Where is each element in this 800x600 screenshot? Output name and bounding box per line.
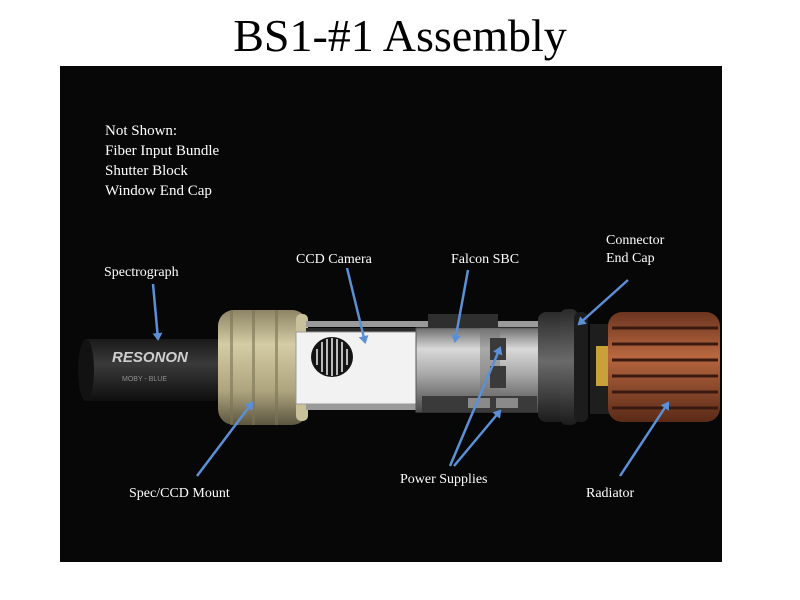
model-mark: MOBY - BLUE xyxy=(122,376,167,383)
arrow-spec-mount xyxy=(196,401,254,477)
label-spectrograph: Spectrograph xyxy=(104,265,179,280)
arrow-power-1 xyxy=(448,346,503,467)
assembly-illustration: RESONON MOBY - BLUE xyxy=(78,267,720,477)
label-connector-line1: Connector xyxy=(606,233,665,248)
arrow-falcon-sbc xyxy=(451,269,470,343)
arrow-connector xyxy=(577,279,629,326)
not-shown-item: Fiber Input Bundle xyxy=(105,143,220,159)
spec-ccd-mount-part xyxy=(218,310,308,425)
label-power-supplies: Power Supplies xyxy=(400,472,488,487)
not-shown-note: Not Shown: Fiber Input Bundle Shutter Bl… xyxy=(105,121,219,201)
label-ccd-camera: CCD Camera xyxy=(296,252,372,267)
not-shown-item: Window End Cap xyxy=(105,183,212,199)
connector-end-cap-part xyxy=(538,309,588,425)
label-connector-end-cap: Connector End Cap xyxy=(606,232,664,268)
label-spec-ccd-mount: Spec/CCD Mount xyxy=(129,486,230,501)
arrow-power-2 xyxy=(453,409,502,467)
power-supplies-part xyxy=(422,396,537,412)
label-connector-line2: End Cap xyxy=(606,251,655,266)
spectrograph-body xyxy=(78,339,230,401)
arrow-spectrograph xyxy=(151,283,163,341)
brand-mark: RESONON xyxy=(112,349,189,366)
assembly-photo: RESONON MOBY - BLUE xyxy=(60,66,722,562)
arrow-ccd-camera xyxy=(345,267,369,344)
label-falcon-sbc: Falcon SBC xyxy=(451,252,520,267)
not-shown-heading: Not Shown: xyxy=(105,123,178,139)
arrow-radiator xyxy=(618,401,670,477)
not-shown-item: Shutter Block xyxy=(105,163,188,179)
ccd-camera-part xyxy=(295,331,417,405)
callout-arrows xyxy=(151,267,670,477)
page-title: BS1-#1 Assembly xyxy=(233,10,567,61)
label-radiator: Radiator xyxy=(586,486,635,501)
radiator-part xyxy=(590,312,720,422)
